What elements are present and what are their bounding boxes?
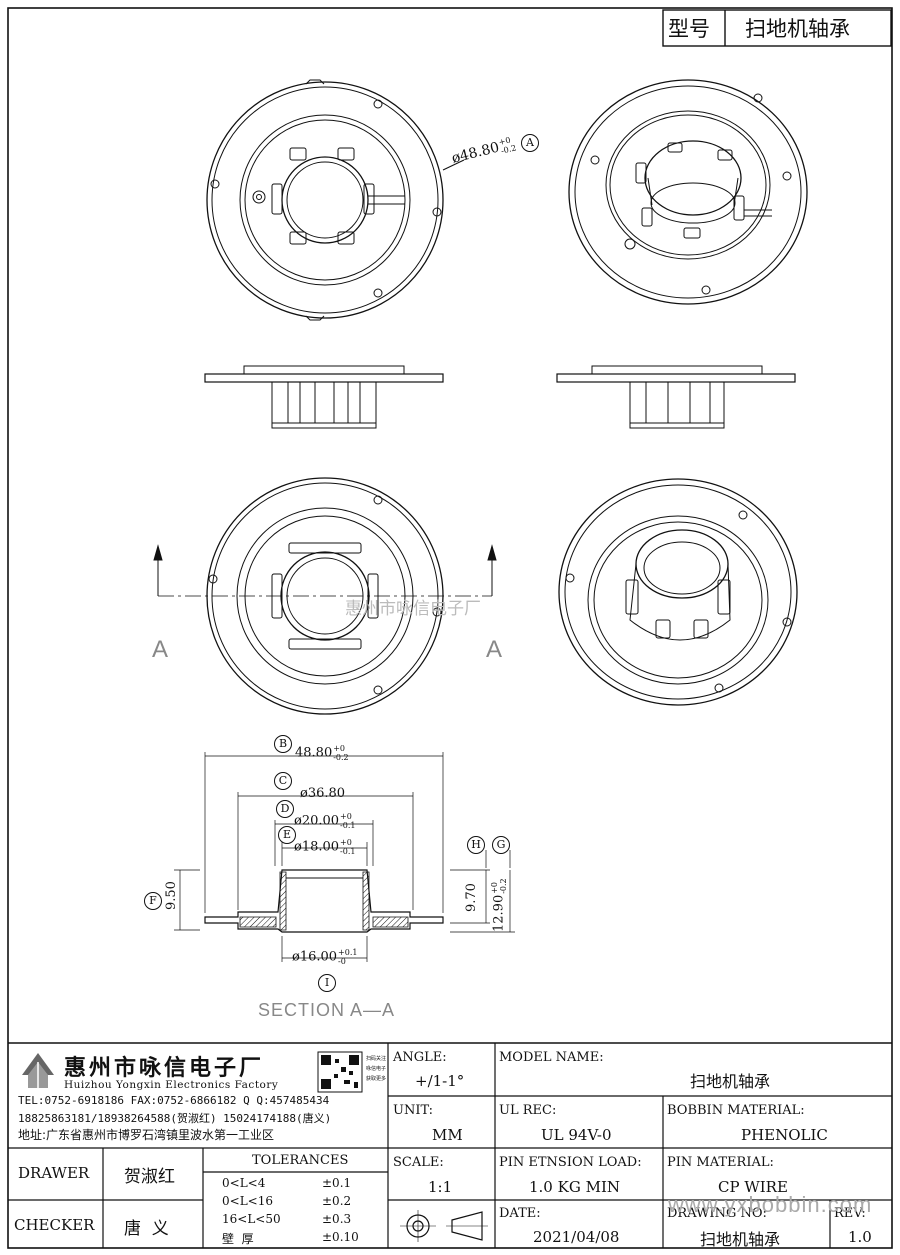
title-box-value: 扫地机轴承 <box>745 17 850 41</box>
unit-label: UNIT: <box>393 1103 434 1118</box>
drawing-no-label: DRAWING NO: <box>667 1206 767 1221</box>
tag-c: C <box>274 772 292 790</box>
title-box <box>662 9 892 47</box>
title-box-label: 型号 <box>668 17 710 41</box>
qr-code: 扫码关注 咏信电子 获取更多 <box>317 1051 386 1093</box>
svg-text:扫码关注: 扫码关注 <box>366 1055 386 1062</box>
bobbin-label: BOBBIN MATERIAL: <box>667 1103 805 1118</box>
svg-text:获取更多: 获取更多 <box>366 1075 386 1082</box>
pin-material-value: CP WIRE <box>718 1178 788 1196</box>
unit-value: MM <box>432 1126 463 1144</box>
view-top-right <box>568 79 808 305</box>
date-label: DATE: <box>499 1206 541 1221</box>
dim-i: ø16.00+0.1-0 <box>292 948 358 966</box>
section-letter-left: A <box>152 636 169 663</box>
scale-label: SCALE: <box>393 1155 444 1170</box>
company-logo <box>22 1053 54 1090</box>
scale-value: 1:1 <box>428 1178 453 1196</box>
rev-value: 1.0 <box>848 1228 872 1246</box>
title-block-grid <box>8 1042 892 1248</box>
angle-label: ANGLE: <box>393 1050 447 1065</box>
dim-d: ø20.00+0-0.1 <box>294 812 356 830</box>
drawer-label: DRAWER <box>18 1164 90 1182</box>
tolerance-range-2: 0<L<16 <box>222 1194 273 1208</box>
model-value: 扫地机轴承 <box>690 1072 771 1091</box>
watermark: 惠州市咏信电子厂 <box>345 599 481 619</box>
view-top-left <box>206 79 465 321</box>
pin-load-label: PIN ETNSION LOAD: <box>499 1155 642 1170</box>
checker-value: 唐 义 <box>124 1219 169 1239</box>
company-name-en: Huizhou Yongxin Electronics Factory <box>64 1079 279 1091</box>
tag-i: I <box>318 974 336 992</box>
section-letter-right: A <box>486 636 503 663</box>
date-value: 2021/04/08 <box>533 1228 620 1246</box>
company-name-cn: 惠州市咏信电子厂 <box>64 1056 265 1081</box>
tolerance-value-4: ±0.10 <box>322 1230 359 1244</box>
pin-load-value: 1.0 KG MIN <box>529 1178 620 1196</box>
model-label: MODEL NAME: <box>499 1050 604 1065</box>
drawer-value: 贺淑红 <box>124 1167 175 1187</box>
tag-d: D <box>276 800 294 818</box>
dim-f: 9.50 <box>164 881 179 910</box>
sheet-border <box>7 7 893 1249</box>
tolerance-value-1: ±0.1 <box>322 1176 352 1190</box>
dim-b: 48.80+0-0.2 <box>295 744 349 762</box>
tolerance-range-1: 0<L<4 <box>222 1176 266 1190</box>
tag-e: E <box>278 826 296 844</box>
checker-label: CHECKER <box>14 1216 95 1234</box>
section-label: SECTION A—A <box>258 1000 396 1020</box>
tolerance-value-2: ±0.2 <box>322 1194 352 1208</box>
tag-f: F <box>144 892 162 910</box>
tolerances-label: TOLERANCES <box>252 1153 349 1168</box>
angle-value: +/1-1° <box>415 1072 465 1090</box>
company-tel: TEL:0752-6918186 FAX:0752-6866182 Q Q:45… <box>18 1094 330 1107</box>
svg-text:咏信电子: 咏信电子 <box>366 1065 386 1072</box>
tag-a-circle: A <box>521 134 539 152</box>
view-side-left <box>204 365 444 429</box>
rev-label: REV: <box>834 1206 866 1221</box>
tolerance-range-3: 16<L<50 <box>222 1212 281 1226</box>
view-bottom-left <box>153 477 497 715</box>
view-bottom-right <box>558 478 798 706</box>
drawing-no-value: 扫地机轴承 <box>700 1230 781 1249</box>
tag-h: H <box>467 836 485 854</box>
bobbin-value: PHENOLIC <box>741 1126 828 1144</box>
tolerance-value-3: ±0.3 <box>322 1212 352 1226</box>
tag-b: B <box>274 735 292 753</box>
view-side-right <box>556 365 796 429</box>
dim-c: ø36.80 <box>300 786 346 801</box>
section-view <box>174 752 515 962</box>
tolerance-range-4: 壁 厚 <box>222 1232 254 1246</box>
ul-value: UL 94V-0 <box>541 1126 612 1144</box>
tag-g: G <box>492 836 510 854</box>
dim-g: 12.90+0-0.2 <box>490 878 508 932</box>
site-watermark: www.yxbobbin.com <box>668 1192 873 1217</box>
dim-h: 9.70 <box>464 883 479 912</box>
dim-e: ø18.00+0-0.1 <box>294 838 356 856</box>
company-phones: 18825863181/18938264588(贺淑红) 15024174188… <box>18 1112 332 1125</box>
pin-material-label: PIN MATERIAL: <box>667 1155 774 1170</box>
ul-label: UL REC: <box>499 1103 557 1118</box>
company-address: 地址:广东省惠州市博罗石湾镇里波水第一工业区 <box>18 1128 275 1142</box>
